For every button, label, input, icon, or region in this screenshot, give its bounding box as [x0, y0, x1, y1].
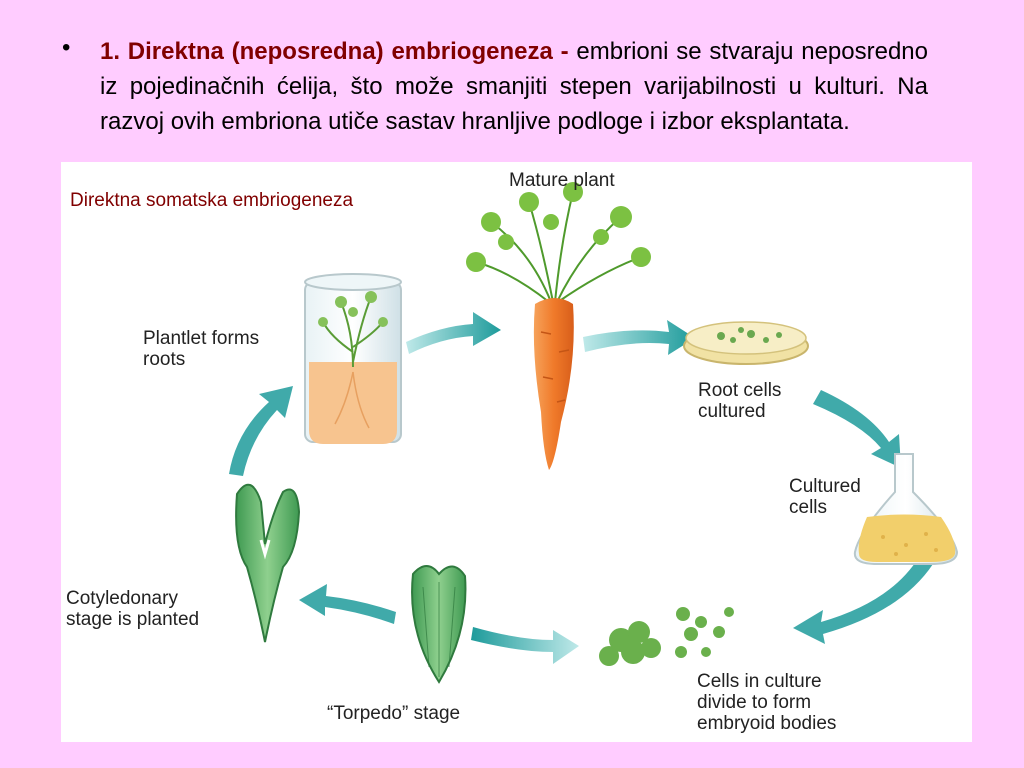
- bullet-paragraph: 1. Direktna (neposredna) embriogeneza - …: [100, 34, 928, 139]
- label-cotyledonary-stage: Cotyledonary stage is planted: [66, 588, 200, 630]
- label-plantlet-roots: Plantlet forms roots: [143, 328, 260, 370]
- test-tube-illustration: [304, 273, 402, 444]
- arrow-cotyledon-to-plantlet: [229, 386, 293, 476]
- label-torpedo-stage: “Torpedo” stage: [327, 703, 461, 724]
- label-mature-plant: Mature plant: [509, 170, 615, 191]
- torpedo-embryo-illustration: [411, 565, 467, 684]
- label-cultured-cells: Cultured cells: [789, 476, 861, 518]
- arrow-flask-to-cells: [793, 557, 933, 644]
- text-bullet: • 1. Direktna (neposredna) embriogeneza …: [62, 34, 930, 164]
- mature-plant-illustration: [466, 182, 651, 470]
- bullet-marker: •: [62, 34, 71, 61]
- label-cells-divide: Cells in culture divide to form embryoid…: [697, 671, 837, 734]
- petri-dish-illustration: [683, 321, 809, 365]
- flask-illustration: [853, 453, 959, 565]
- embryoid-bodies-illustration: [599, 607, 734, 666]
- cotyledonary-embryo-illustration: [235, 483, 301, 643]
- arrow-plantlet-to-plant: [406, 312, 501, 354]
- diagram-title: Direktna somatska embriogeneza: [70, 190, 354, 211]
- cycle-diagram: [229, 182, 959, 684]
- diagram-panel: Direktna somatska embriogeneza Mature pl…: [61, 162, 972, 742]
- arrow-dish-to-flask: [813, 390, 901, 468]
- arrow-torpedo-to-cotyledon: [299, 584, 396, 624]
- bullet-lead: 1. Direktna (neposredna) embriogeneza -: [100, 38, 569, 65]
- label-root-cells: Root cells cultured: [698, 380, 782, 422]
- arrow-cells-to-torpedo: [471, 627, 579, 664]
- bullet-body: embrioni se stvaraju neposredno iz pojed…: [100, 38, 929, 135]
- arrow-plant-to-dish: [583, 320, 695, 355]
